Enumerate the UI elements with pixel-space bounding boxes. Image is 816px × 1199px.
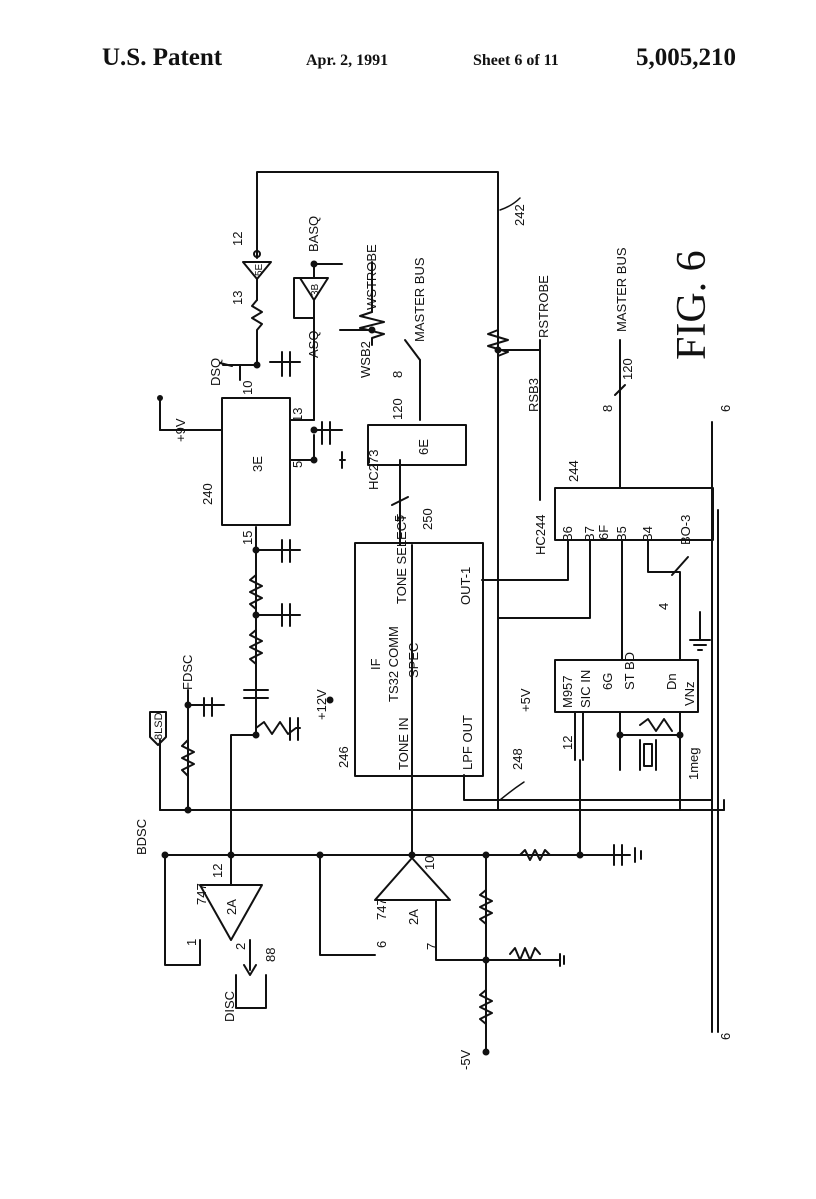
label-120-lower: 120: [620, 358, 635, 380]
label-6e: 6E: [416, 439, 431, 455]
label-rsb3: RSB3: [526, 378, 541, 412]
label-dn: Dn: [664, 673, 679, 690]
label-1meg: 1meg: [686, 747, 701, 780]
label-hc244: HC244: [533, 515, 548, 555]
label-8lsd: 8LSD: [153, 712, 165, 740]
label-pin-12-top: 12: [230, 232, 245, 246]
label-tone-select: TONE SELECT: [394, 514, 409, 604]
label-5e: 5E: [254, 263, 265, 276]
label-242: 242: [512, 204, 527, 226]
label-248: 248: [510, 748, 525, 770]
label-disc: DISC: [222, 991, 237, 1022]
schematic-wires: [159, 171, 725, 1053]
issue-date: Apr. 2, 1991: [306, 52, 389, 69]
label-250: 250: [420, 508, 435, 530]
label-pin-5: 5: [290, 461, 305, 468]
label-pin-6: 6: [374, 941, 389, 948]
label-240: 240: [200, 483, 215, 505]
integrated-circuits: [221, 397, 714, 777]
label-pin-12-m957: 12: [560, 736, 575, 750]
label-sic-in: SIC IN: [578, 670, 593, 708]
label-fdsc: FDSC: [180, 655, 195, 690]
label-hc273: HC273: [366, 450, 381, 490]
ic-3e-box: [221, 397, 291, 526]
label-pin-2: 2: [233, 943, 248, 950]
label-b4: B4: [640, 526, 655, 542]
ic-6g-box: [554, 659, 699, 713]
label-out-1: OUT-1: [458, 567, 473, 605]
label-spec: SPEC: [406, 643, 421, 678]
8lsd-flag: [149, 711, 167, 746]
label-6g: 6G: [600, 673, 615, 690]
label-plus-12v: +12V: [314, 689, 329, 720]
label-pin-10-opamp: 10: [422, 856, 437, 870]
label-st-bd: ST BD: [622, 652, 637, 690]
label-pin-13-top: 13: [230, 291, 245, 305]
figure-label: FIG. 6: [669, 250, 715, 360]
label-asq: ASQ: [306, 331, 321, 358]
label-minus-5v: -5V: [458, 1049, 473, 1070]
ic-6f-box: [554, 487, 714, 541]
label-dsq: DSQ: [208, 358, 223, 386]
label-pin-10: 10: [240, 381, 255, 395]
label-bus-width-4: 4: [656, 603, 671, 610]
label-6-bottom: 6: [718, 1033, 733, 1040]
publisher-heading: U.S. Patent: [102, 44, 223, 71]
sheet-number: Sheet 6 of 11: [473, 52, 559, 69]
label-bdsc: BDSC: [134, 819, 149, 855]
label-basq: BASQ: [306, 216, 321, 252]
label-pin-1: 1: [184, 939, 199, 946]
label-pin-15: 15: [240, 531, 255, 545]
label-tone-in: TONE IN: [396, 718, 411, 771]
label-plus-9v: +9V: [173, 418, 188, 442]
label-pin-7: 7: [424, 943, 439, 950]
label-wstrobe: WSTROBE: [364, 244, 379, 310]
ic-6e-box: [367, 424, 467, 466]
label-vnz: VNz: [682, 681, 697, 706]
label-3e: 3E: [250, 456, 265, 472]
label-pin-13: 13: [290, 408, 305, 422]
label-6f: 6F: [596, 525, 611, 540]
label-88: 88: [263, 948, 278, 962]
label-wsb2: WSB2: [358, 341, 373, 378]
label-lpf-out: LPF OUT: [460, 715, 475, 770]
label-b7: B7: [582, 526, 597, 542]
label-246: 246: [336, 746, 351, 768]
label-3b: 3B: [310, 283, 321, 296]
label-bus-width-5: 5: [392, 515, 407, 522]
label-2a-a: 2A: [224, 899, 239, 915]
label-244: 244: [566, 460, 581, 482]
label-m957: M957: [560, 675, 575, 708]
label-if: IF: [368, 658, 383, 670]
patent-number: 5,005,210: [636, 44, 736, 71]
label-bus-width-8-lower: 8: [600, 405, 615, 412]
label-ts32-comm: TS32 COMM: [386, 626, 401, 702]
label-b6: B6: [560, 526, 575, 542]
label-747-a: 747: [194, 883, 209, 905]
schematic-labels: +9V 240 3E 15 5 13 10 DSQ 12 13 5E BASQ …: [134, 204, 733, 1070]
label-master-bus-lower: MASTER BUS: [614, 247, 629, 332]
label-bus-width-8-upper: 8: [390, 371, 405, 378]
junction-dots: [157, 260, 684, 1056]
label-pin-12-opamp: 12: [210, 864, 225, 878]
ic-ts32-box: [354, 542, 484, 777]
label-master-bus-upper: MASTER BUS: [412, 257, 427, 342]
label-120-upper: 120: [390, 398, 405, 420]
label-plus-5v: +5V: [518, 688, 533, 712]
label-6-top: 6: [718, 405, 733, 412]
label-2a-b: 2A: [406, 909, 421, 925]
label-b5: B5: [614, 526, 629, 542]
label-bo-3: BO-3: [678, 515, 693, 545]
label-rstrobe: RSTROBE: [536, 275, 551, 338]
label-747-b: 747: [374, 898, 389, 920]
